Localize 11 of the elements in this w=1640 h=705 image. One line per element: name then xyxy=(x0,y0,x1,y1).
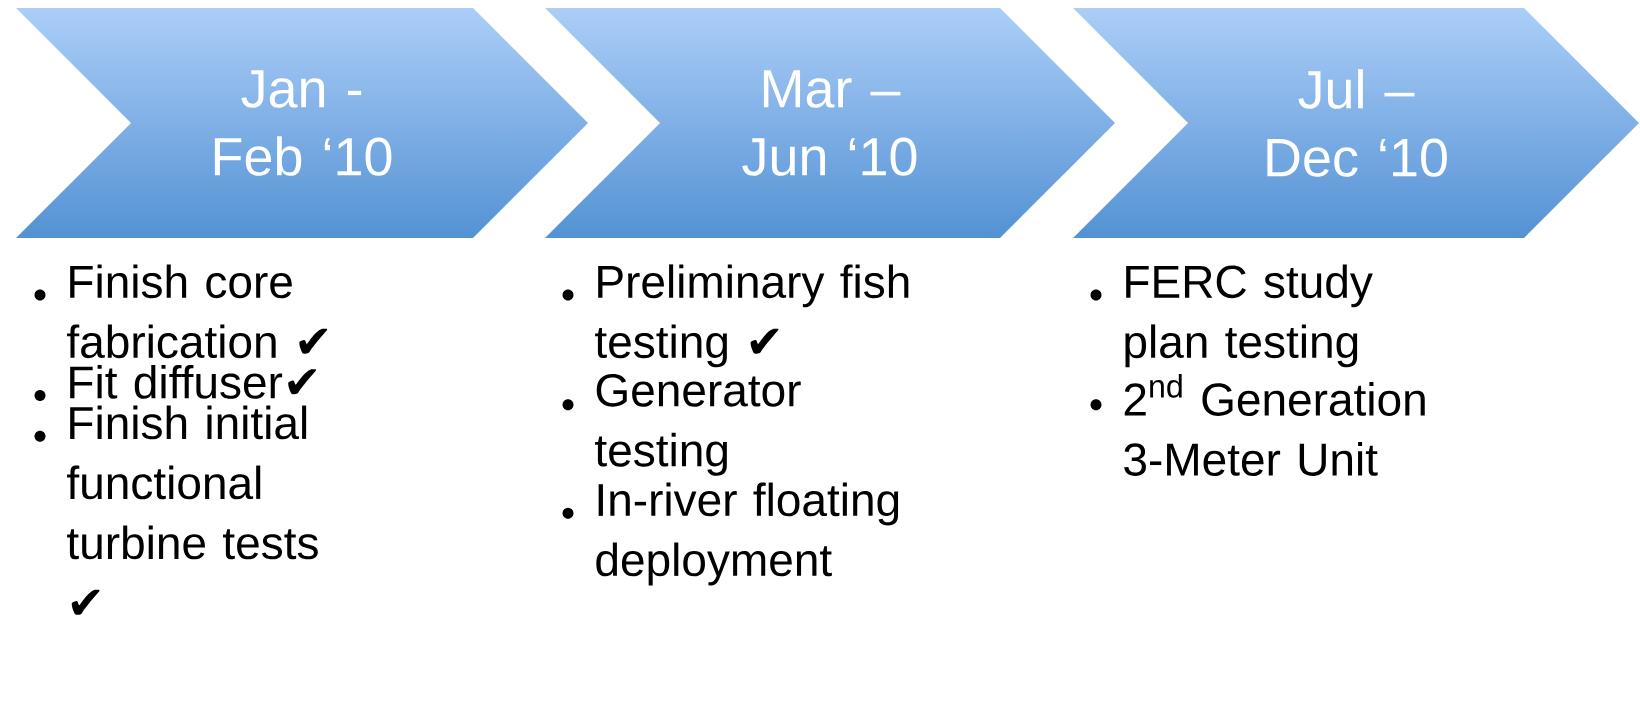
chevron-arrow: Jul – Dec ‘10 xyxy=(1267,69,1447,177)
bullet-item: In-river floating deployment xyxy=(596,482,899,586)
bullet-item: FERC study plan testing xyxy=(1125,264,1373,368)
bullet-item: 2$^{nd}$ Generation 3-Meter Unit xyxy=(1124,374,1425,476)
chevron-arrow: Jan - Feb ‘10 xyxy=(214,70,392,176)
bullet-item: Fit diffuser✔ xyxy=(70,364,317,399)
bullet-item: Generator testing xyxy=(595,374,801,476)
chevron-arrow: Mar – Jun ‘10 xyxy=(742,70,917,176)
bullet-item: Finish core fabrication ✔ xyxy=(67,264,328,359)
bullet-item: Preliminary fish testing ✔ xyxy=(595,264,909,368)
bullet-item: Finish initial functional turbine tests ✔ xyxy=(67,405,318,615)
